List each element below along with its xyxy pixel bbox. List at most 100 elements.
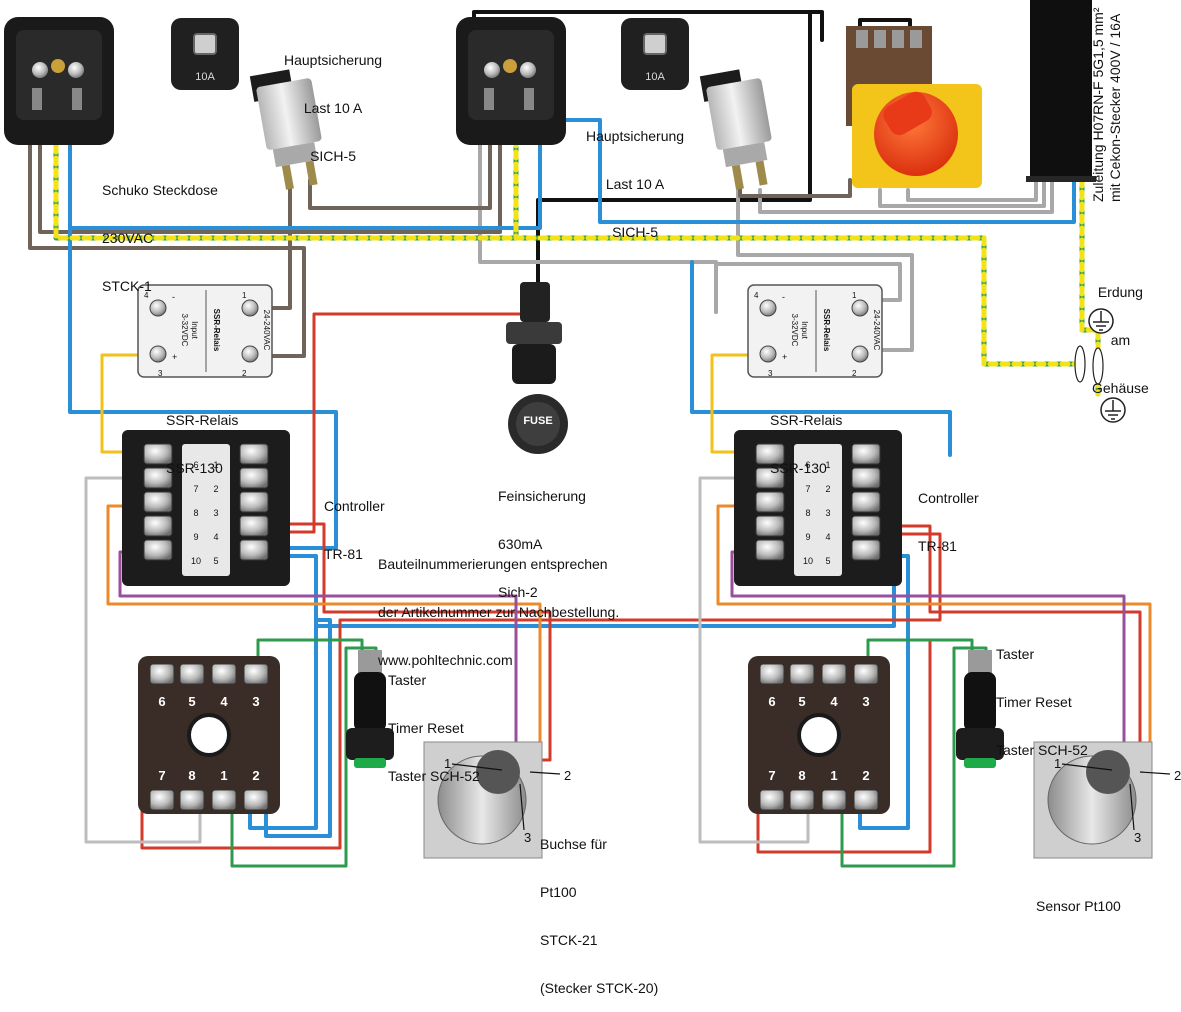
wire-black-top [472,10,824,42]
socket-label: Schuko Steckdose 230VAC STCK-1 [102,150,218,310]
controller-left-terminal-number: 4 [213,532,218,542]
timer-left-bottom-number: 8 [188,768,195,783]
controller-left-terminal-number: 1 [213,460,218,470]
ssr-right-label: SSR-Relais SSR-130 [770,380,842,492]
main-fuse-label-line: Last 10 A [605,176,665,192]
earth-ring-connector-2 [1092,347,1104,385]
controller-label-line: TR-81 [918,538,957,554]
fine-fuse-label-line: Feinsicherung [498,488,586,504]
ssr-left-title: SSR-Relais [212,309,221,352]
fuse-badge-right-text: 10A [645,71,665,83]
controller-right-terminal-number: 8 [805,508,810,518]
controller-right-terminal-number: 4 [825,532,830,542]
jack-right-label: Sensor Pt100 [1036,866,1121,930]
controller-left [122,430,290,586]
fine-fuse-label-line: 630mA [498,536,543,552]
ssr-left-pin-3: 3 [158,369,163,378]
wiring-diagram: 10A 10A [4,0,1181,868]
timer-left-bottom-number: 1 [220,768,227,783]
note-text: Bauteilnummerierungen entsprechen der Ar… [378,524,619,684]
main-fuse-right-label: Hauptsicherung Last 10 A SICH-5 [586,96,684,256]
controller-left-terminal-number: 9 [193,532,198,542]
timer-socket-left [138,656,280,814]
ssr-label-line: SSR-Relais [166,412,239,428]
main-fuse-left-label: Hauptsicherung Last 10 A SICH-5 [284,20,382,180]
button-label-line: Timer Reset [996,694,1072,710]
controller-right-terminal-number: 1 [825,460,830,470]
earth-label-line: am [1110,332,1131,348]
ssr-left-plus: + [172,352,177,362]
jack-left [423,741,543,859]
wire-blue-4 [248,554,318,830]
controller-right-terminal-number: 5 [825,556,830,566]
ssr-left-pin-4: 4 [144,291,149,300]
wire-earth-1b [53,107,1083,367]
fuse-badge-left: 10A [171,18,239,90]
timer-right-bottom-number: 8 [798,768,805,783]
controller-right-terminal-number: 7 [805,484,810,494]
wire-red-3 [140,532,942,850]
button-label-line: Taster SCH-52 [388,768,480,784]
controller-left-label: Controller TR-81 [324,466,385,578]
wire-blue-2 [528,118,1076,224]
socket-label-line: Schuko Steckdose [102,182,218,198]
fuse-badge-right: 10A [621,18,689,90]
ssr-right-pin-4: 4 [754,291,759,300]
socket-label-line: 230VAC [102,230,154,246]
ssr-label-line: SSR-130 [166,460,223,476]
ssr-left-minus: - [172,292,175,302]
controller-right-terminal-number: 3 [825,508,830,518]
fuse-badge-left-text: 10A [195,71,215,83]
controller-label-line: Controller [918,490,979,506]
controller-right-label: Controller TR-81 [918,458,979,570]
controller-label-line: Controller [324,498,385,514]
supply-plug [1026,0,1096,182]
wire-black-top-2 [536,10,812,314]
earth-ring-connector [1074,345,1086,383]
earth-label: Erdung am Gehäuse [1092,252,1149,412]
fine-fuse-label: Feinsicherung 630mA Sich-2 [498,456,586,616]
wire-blue-8 [264,618,332,838]
timer-right-bottom-number: 2 [862,768,869,783]
timer-left-bottom-number: 2 [252,768,259,783]
timer-left-top-number: 5 [188,694,195,709]
ssr-right-title: SSR-Relais [822,309,831,352]
controller-right-terminal-number: 10 [803,556,813,566]
ssr-right-pin-1: 1 [852,291,857,300]
wire-red-2 [270,522,552,762]
timer-right-top-number: 6 [768,694,775,709]
schuko-socket-middle [456,17,566,145]
wire-gray-4 [906,178,1038,202]
jack-right [1033,741,1153,859]
ssr-relay-right [747,284,883,378]
timer-right-top-number: 4 [830,694,838,709]
ssr-right-input: Input [800,321,809,340]
button-label-line: Taster SCH-52 [996,742,1088,758]
ssr-left-pin-1: 1 [242,291,247,300]
wire-brown-4 [38,108,502,234]
jack-pin-leaders [451,763,1171,831]
wire-red-5 [756,638,932,854]
main-fuse-left [249,69,322,190]
main-fuse-label-line: Last 10 A [303,100,363,116]
main-fuse-label-line: SICH-5 [310,148,356,164]
controller-left-terminal-number: 2 [213,484,218,494]
supply-label-line: Zuleitung H07RN-F 5G1,5 mm² [1090,7,1106,202]
earth-symbol-1 [1088,308,1114,334]
controller-left-terminal-number: 6 [193,460,198,470]
controller-right-terminal-number: 2 [825,484,830,494]
wire-gray-ctrl-1 [84,476,202,844]
jack-left-pin-3: 3 [524,830,531,845]
jack-label-line: Pt100 [540,884,577,900]
timer-right-bottom-number: 1 [830,768,837,783]
ssr-label-line: SSR-130 [770,460,827,476]
jack-label-line: (Stecker STCK-20) [540,980,659,996]
ssr-right-pin-3: 3 [768,369,773,378]
ssr-right-input-range: 3-32VDC [790,314,799,347]
jack-left-label: Buchse für Pt100 STCK-21 (Stecker STCK-2… [540,804,658,1012]
timer-right-bottom-number: 7 [768,768,775,783]
button-right-label: Taster Timer Reset Taster SCH-52 [996,614,1088,774]
ssr-right-plus: + [782,352,787,362]
button-label-line: Taster [996,646,1035,662]
